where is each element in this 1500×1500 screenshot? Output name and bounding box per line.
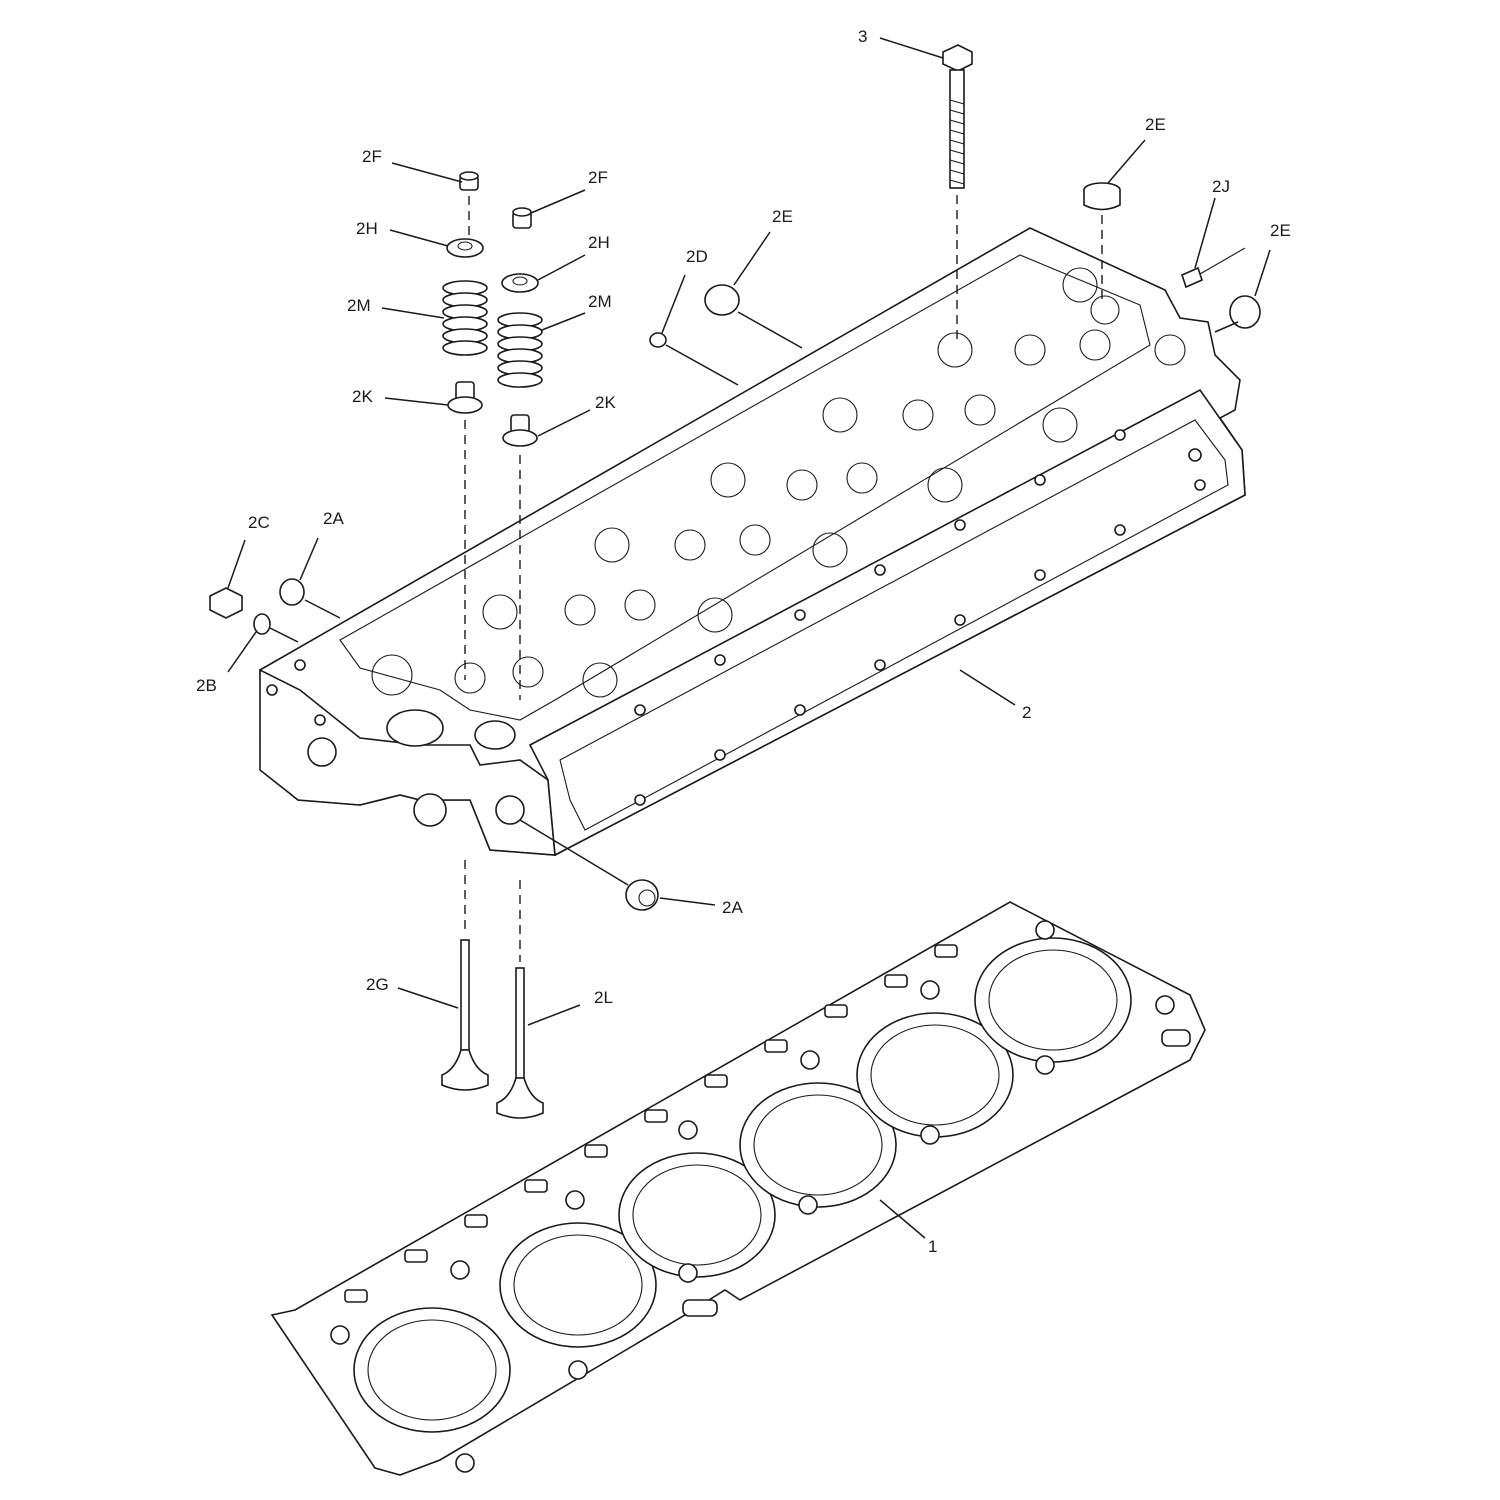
cylinder-head xyxy=(259,227,1246,857)
callout-1: 1 xyxy=(928,1237,937,1256)
callout-3: 3 xyxy=(858,27,867,46)
assembly-centerlines xyxy=(464,195,1103,962)
spring-retainer-left xyxy=(446,238,484,258)
callout-2e-mid: 2E xyxy=(772,207,793,226)
expansion-plug-top xyxy=(1083,182,1121,211)
expansion-plug-mid xyxy=(704,284,740,316)
callout-2m-left: 2M xyxy=(347,296,371,315)
valve-spring-right xyxy=(497,312,543,388)
callout-2m-right: 2M xyxy=(588,292,612,311)
callout-2a-lower: 2A xyxy=(722,898,743,917)
callout-2k-right: 2K xyxy=(595,393,616,412)
callout-2d: 2D xyxy=(686,247,708,266)
callout-2l: 2L xyxy=(594,988,613,1007)
callout-2h-left: 2H xyxy=(356,219,378,238)
gasket-holes xyxy=(330,920,1191,1473)
spring-retainer-right xyxy=(501,273,539,293)
exhaust-valve xyxy=(496,967,544,1119)
cylinder-bores xyxy=(353,937,1132,1433)
threaded-plug xyxy=(209,587,243,619)
plug-upper xyxy=(279,578,305,606)
callout-2f-right: 2F xyxy=(588,168,608,187)
valve-stem-seal-right xyxy=(502,414,538,447)
head-bolt xyxy=(942,44,973,189)
sensor-probe xyxy=(1181,247,1246,289)
callout-2j: 2J xyxy=(1212,177,1230,196)
valve-keeper-right xyxy=(512,207,532,229)
expansion-plug-right xyxy=(1229,295,1261,329)
callout-2g: 2G xyxy=(366,975,389,994)
callout-2b: 2B xyxy=(196,676,217,695)
dowel xyxy=(649,332,667,348)
valve-spring-left xyxy=(442,280,488,356)
leader-lines xyxy=(227,37,1271,1239)
valve-keeper-left xyxy=(459,171,479,191)
callout-2: 2 xyxy=(1022,703,1031,722)
callout-2c: 2C xyxy=(248,513,270,532)
callout-2e-top: 2E xyxy=(1145,115,1166,134)
callout-2e-right: 2E xyxy=(1270,221,1291,240)
callout-2f-left: 2F xyxy=(362,147,382,166)
callout-labels: 3 2F 2F 2H 2H 2M 2M 2K 2K 2E 2J 2E 2E 2D… xyxy=(196,27,1291,1256)
callout-2k-left: 2K xyxy=(352,387,373,406)
head-bolt-holes xyxy=(634,429,1206,806)
head-valve-seats xyxy=(371,267,1186,698)
sealing-washer xyxy=(253,613,271,635)
intake-valve xyxy=(441,939,489,1091)
valve-stem-seal-left xyxy=(447,381,483,414)
plug-lower xyxy=(625,879,659,911)
head-gasket xyxy=(270,901,1206,1476)
callout-2a-upper: 2A xyxy=(323,509,344,528)
callout-2h-right: 2H xyxy=(588,233,610,252)
